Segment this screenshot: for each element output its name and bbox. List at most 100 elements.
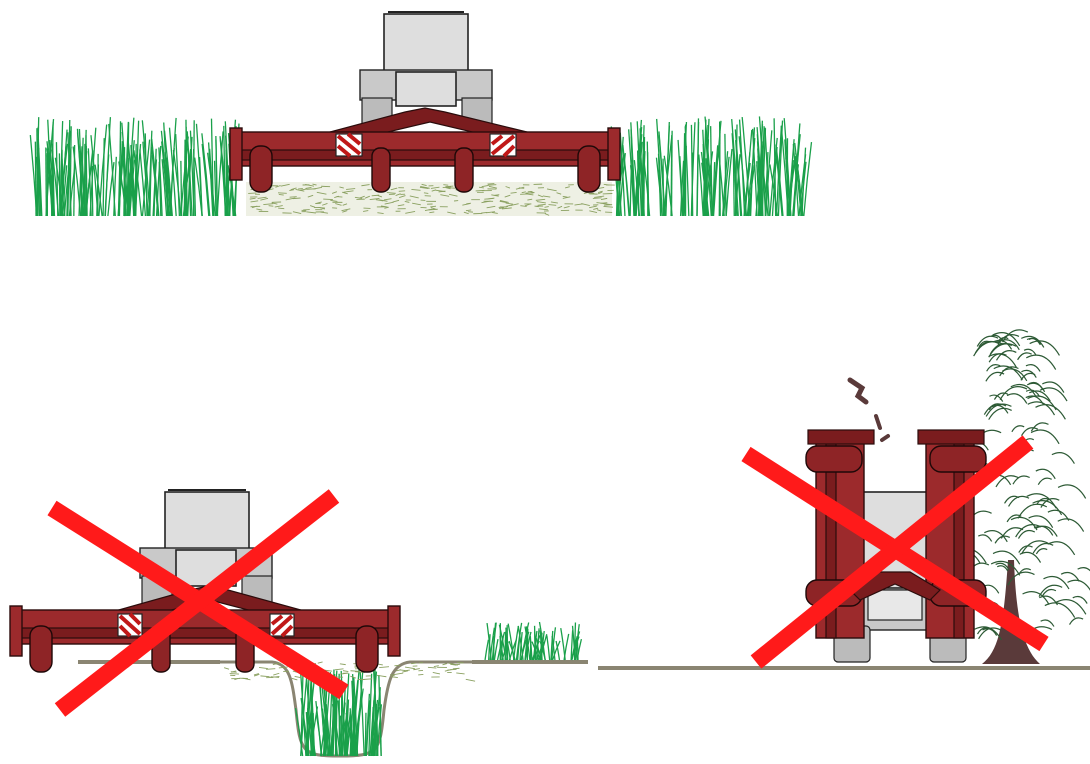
stubble-mark — [394, 665, 400, 666]
tree-branch — [1070, 618, 1084, 625]
mower-icon — [230, 108, 620, 192]
stubble-mark — [393, 673, 403, 675]
tall-grass-right — [485, 622, 581, 660]
stubble-mark — [230, 674, 239, 675]
tree-branch — [1042, 382, 1064, 393]
panel-ditch-misuse — [10, 490, 588, 756]
stubble-mark — [292, 678, 298, 680]
grass-blade — [720, 122, 721, 216]
tree-branch — [989, 408, 1012, 419]
stubble-mark — [379, 667, 389, 668]
stubble-mark — [293, 198, 301, 199]
tree-branch — [1036, 549, 1047, 554]
tree-branch — [1026, 355, 1055, 369]
panel-correct-use — [30, 12, 811, 216]
stubble-mark — [466, 203, 471, 204]
tree-branch — [987, 365, 1001, 372]
tall-grass-left — [30, 117, 239, 216]
stubble-mark — [290, 197, 297, 198]
grass-blade — [761, 146, 762, 216]
stubble-mark — [340, 664, 346, 665]
stubble-mark — [447, 669, 456, 670]
tree-branch — [1028, 402, 1055, 415]
stubble-mark — [295, 676, 302, 677]
stubble-mark — [418, 674, 423, 675]
tree-branch — [1041, 620, 1054, 627]
grass-blade — [733, 153, 734, 216]
tree-branch — [1021, 373, 1035, 380]
grass-blade — [135, 144, 136, 216]
tree-branch — [1023, 592, 1050, 605]
tree-branch — [1078, 568, 1090, 576]
tree-branch — [978, 535, 991, 542]
stubble-mark — [453, 668, 460, 669]
grass-blade — [326, 715, 327, 756]
grass-blade — [316, 701, 321, 756]
stubble-mark — [307, 189, 316, 190]
stubble-mark — [259, 667, 268, 668]
tree-branch — [1019, 546, 1033, 553]
stubble-mark — [323, 199, 333, 200]
tree-branch — [1052, 453, 1075, 464]
stubble-mark — [224, 668, 229, 670]
stubble-mark — [476, 190, 485, 191]
stubble-mark — [318, 207, 325, 208]
tree-branch — [1048, 542, 1075, 555]
stubble-mark — [269, 206, 274, 207]
tree-branch — [1024, 349, 1036, 355]
grass-blade — [46, 148, 47, 216]
grass-blade — [92, 166, 93, 216]
grass-blade — [564, 634, 569, 660]
stubble-mark — [443, 664, 448, 665]
tree-branch — [1012, 426, 1024, 432]
stubble-mark — [248, 193, 256, 194]
stubble-mark — [318, 662, 323, 663]
tall-grass-right — [611, 116, 811, 216]
mown-stubble — [224, 662, 475, 681]
tree-branch — [1013, 476, 1030, 484]
tree-branch — [1036, 469, 1055, 479]
stubble-mark — [466, 679, 475, 681]
stubble-mark — [604, 205, 612, 206]
tree-branch — [1042, 590, 1056, 597]
tree-branch — [1018, 531, 1034, 539]
stubble-mark — [273, 673, 279, 675]
stubble-mark — [278, 208, 284, 209]
grass-blade — [547, 635, 550, 660]
stubble-mark — [456, 673, 464, 674]
stubble-mark — [457, 662, 464, 663]
tractor-icon — [360, 12, 492, 124]
tree-branch — [1033, 501, 1062, 515]
tree-branch — [1036, 405, 1066, 420]
grass-blade — [181, 161, 182, 216]
tree-branch — [1021, 428, 1037, 436]
stubble-mark — [278, 193, 287, 194]
grass-blade — [494, 639, 498, 660]
tree-branch — [1045, 603, 1075, 618]
stubble-mark — [487, 184, 494, 185]
tree-branch — [983, 629, 997, 636]
mown-stubble — [246, 182, 615, 216]
tree-branch — [1058, 519, 1084, 532]
stubble-mark — [433, 672, 440, 673]
tree-branch — [1031, 430, 1059, 444]
tree-branch — [1058, 485, 1086, 499]
panel-raised-wings-tree-misuse — [598, 330, 1090, 668]
stubble-mark — [494, 195, 499, 196]
stubble-mark — [434, 666, 439, 667]
tree-branch — [1020, 552, 1041, 562]
tree-branch — [1007, 394, 1027, 404]
tree-branch — [1038, 478, 1051, 485]
stubble-mark — [350, 671, 358, 672]
stubble-mark — [428, 667, 436, 668]
stubble-mark — [405, 667, 415, 669]
stubble-mark — [593, 198, 602, 199]
stubble-mark — [399, 191, 405, 192]
grass-blade — [485, 640, 488, 660]
stubble-mark — [600, 203, 607, 204]
tree-branch — [1068, 580, 1090, 592]
stubble-mark — [343, 671, 348, 672]
stubble-mark — [260, 676, 269, 677]
grass-blade — [697, 118, 698, 216]
